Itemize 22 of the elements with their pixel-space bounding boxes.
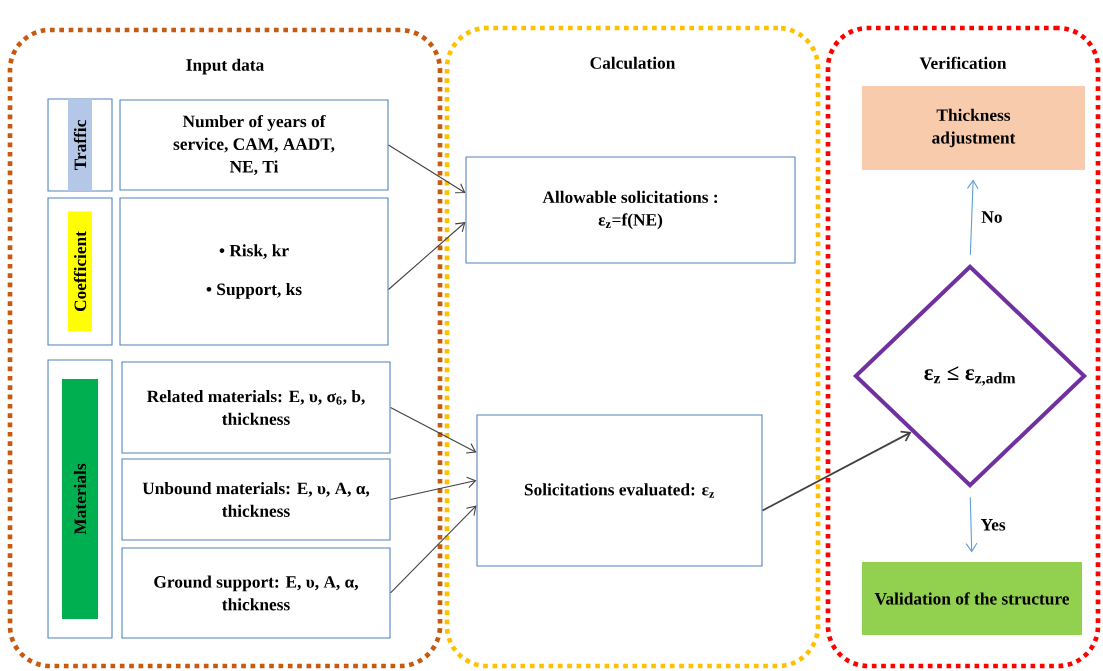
- category-box: Coefficient: [47, 197, 113, 346]
- input-box: Number of years of service, CAM, AADT, NE, Ti: [119, 99, 389, 191]
- input-box: Related materials: E, υ, σ$_{6}$, b, thickness: [121, 361, 391, 454]
- arrow: [388, 222, 466, 291]
- process-box: Allowable solicitations : ε$_{z}$=f(NE): [465, 156, 796, 264]
- process-box: Solicitations evaluated: ε$_{z}$: [476, 414, 763, 567]
- category-box: Traffic: [47, 98, 113, 192]
- category-box: Materials: [47, 359, 113, 639]
- input-box: Unbound materials: E, υ, A, α, thickness: [121, 458, 391, 541]
- arrow: [388, 144, 466, 194]
- arrow: [965, 496, 978, 553]
- arrow: [390, 406, 477, 454]
- arrow: [390, 476, 477, 501]
- arrow: [966, 179, 979, 256]
- edge-label: No: [980, 210, 1004, 225]
- result-box: Validation of the structure: [862, 562, 1082, 635]
- input-box: • Risk, kr • Support, ks: [119, 197, 389, 346]
- arrow: [761, 430, 912, 512]
- result-box: Thickness adjustment: [862, 86, 1085, 170]
- arrow: [390, 505, 477, 594]
- edge-label: Yes: [979, 517, 1007, 532]
- input-box: Ground support: E, υ, A, α, thickness: [121, 547, 391, 639]
